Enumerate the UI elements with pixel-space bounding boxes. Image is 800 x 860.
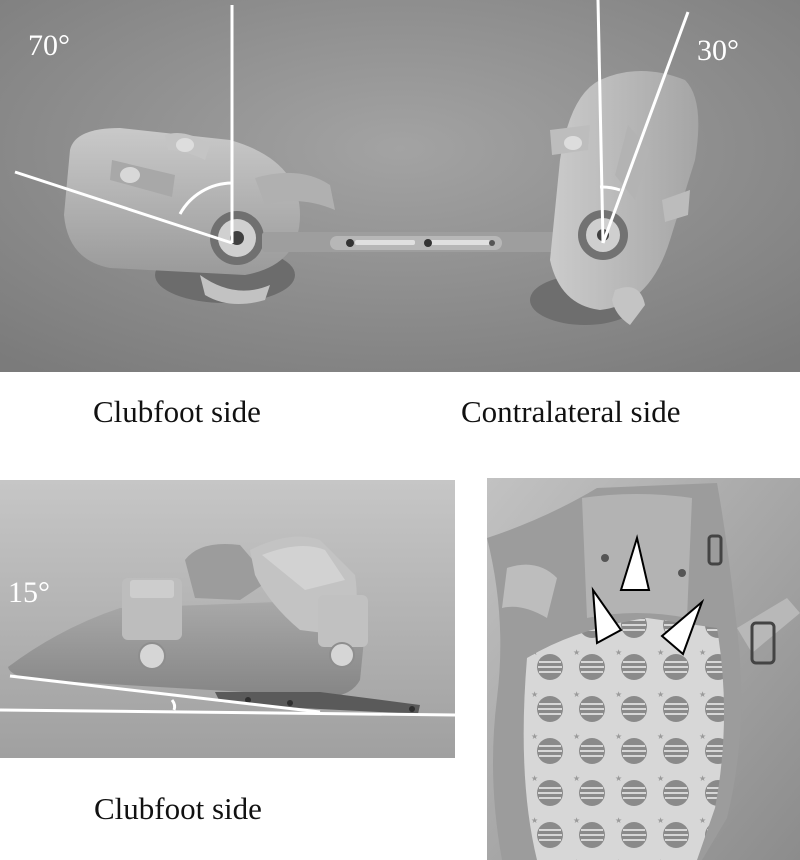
caption-clubfoot-side-top: Clubfoot side bbox=[93, 394, 261, 429]
shoe-interior-illustration: ★ bbox=[487, 478, 800, 860]
caption-clubfoot-side-bottom: Clubfoot side bbox=[94, 791, 262, 826]
angle-label-30: 30° bbox=[697, 34, 739, 67]
shoe-interior-photo: ★ bbox=[487, 478, 800, 860]
right-foot-axis-line bbox=[601, 11, 690, 244]
left-angle-arc bbox=[178, 181, 233, 215]
left-foot-axis-line bbox=[14, 170, 233, 245]
right-angle-arc bbox=[599, 185, 621, 192]
horizontal-reference-line bbox=[0, 708, 455, 717]
angle-label-15: 15° bbox=[8, 576, 50, 609]
sole-axis-line bbox=[9, 674, 321, 714]
brace-top-view-illustration: 70° 30° bbox=[0, 0, 800, 372]
brace-top-view-photo: 70° 30° bbox=[0, 0, 800, 372]
brace-side-view-illustration: 15° bbox=[0, 480, 455, 758]
right-shoe-contralateral bbox=[530, 71, 699, 325]
side-angle-arc bbox=[170, 699, 177, 711]
abduction-bar bbox=[262, 232, 580, 252]
shoe-interior bbox=[487, 483, 800, 860]
angle-annotations-side bbox=[0, 674, 455, 717]
angle-label-70: 70° bbox=[28, 29, 70, 62]
angle-annotations-top bbox=[14, 0, 690, 245]
left-shoe-clubfoot bbox=[64, 128, 335, 304]
side-shoe-clubfoot bbox=[8, 536, 420, 714]
brace-side-view-photo: 15° bbox=[0, 480, 455, 758]
arrowhead-markers bbox=[591, 534, 705, 656]
arrowhead-right bbox=[660, 598, 705, 656]
right-vertical-reference-line bbox=[596, 0, 605, 244]
arrowhead-left bbox=[591, 586, 623, 645]
caption-contralateral-side: Contralateral side bbox=[461, 394, 681, 429]
arrowhead-top bbox=[619, 534, 651, 591]
